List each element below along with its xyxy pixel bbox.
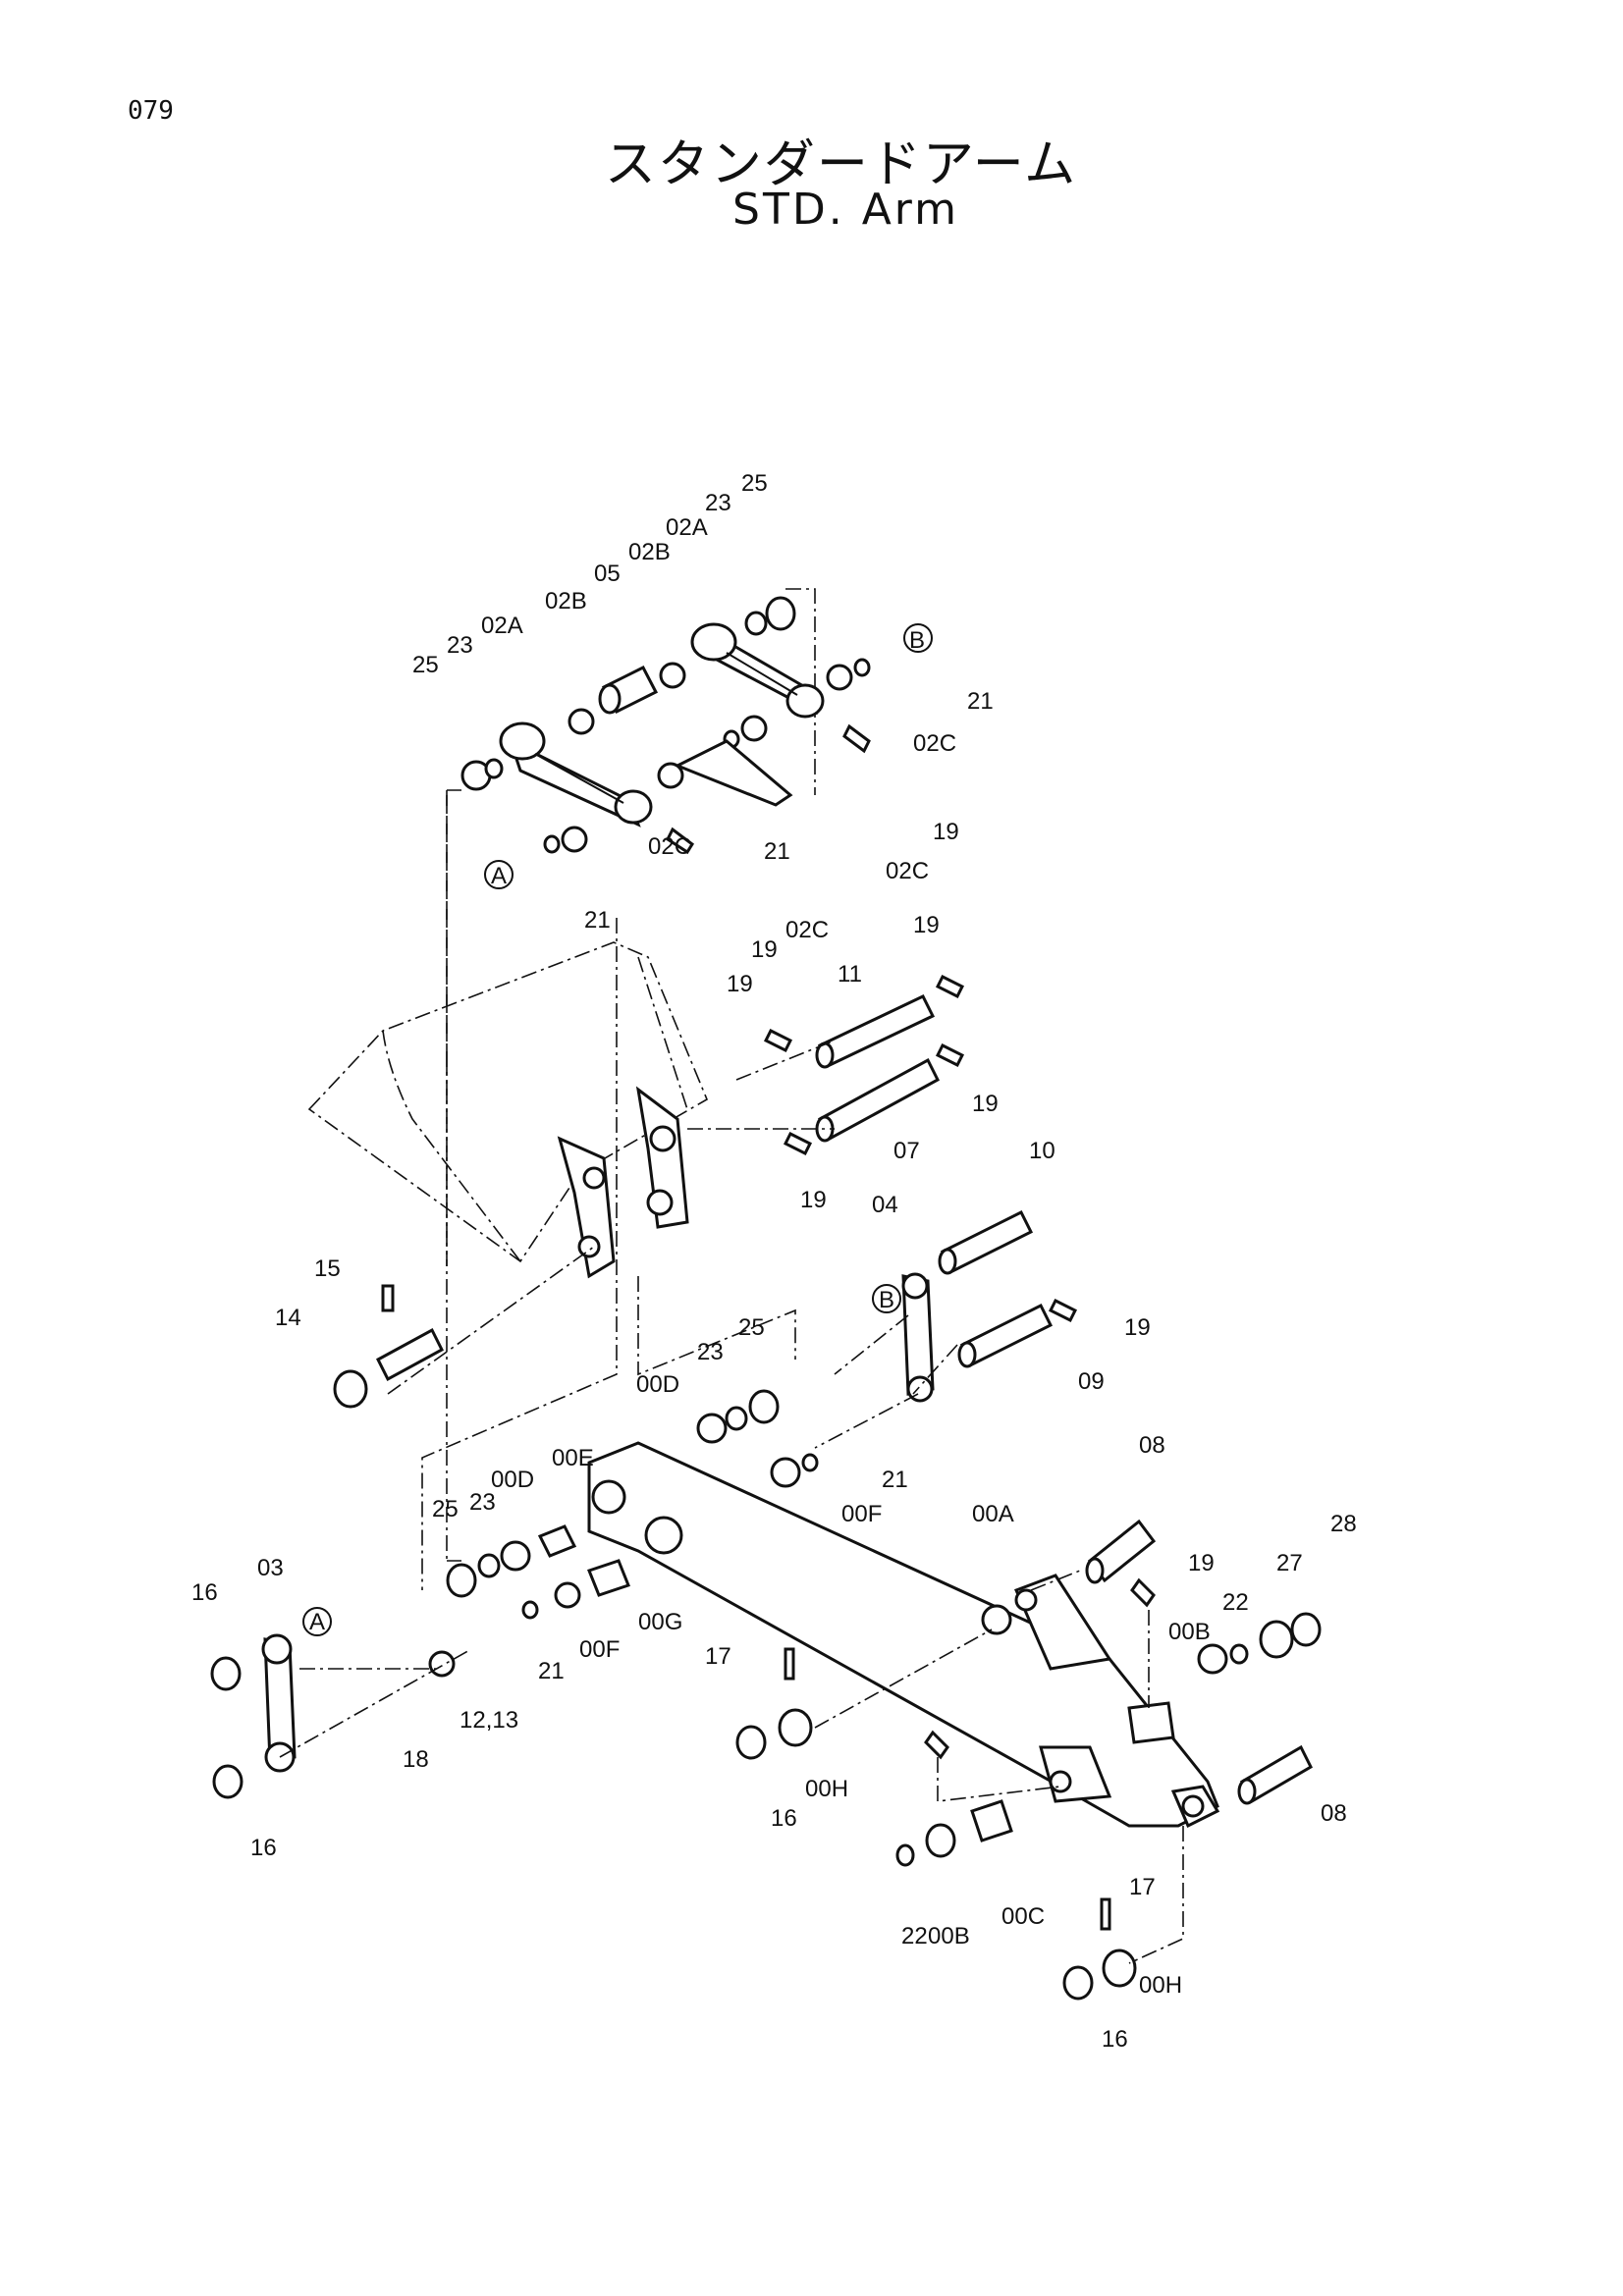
label-b-callout: B <box>879 1287 894 1313</box>
label-25: 25 <box>738 1314 765 1341</box>
label-28: 28 <box>1330 1511 1357 1537</box>
bushing-00h-lower <box>1062 1897 1137 2001</box>
label-17: 17 <box>1129 1874 1156 1900</box>
label-14: 14 <box>275 1305 301 1331</box>
label-16: 16 <box>771 1805 797 1832</box>
label-15: 15 <box>314 1255 341 1282</box>
label-00b: 00B <box>1168 1619 1211 1645</box>
label-00d: 00D <box>491 1467 534 1493</box>
label-25: 25 <box>741 470 768 497</box>
bushings-upper <box>460 596 871 855</box>
label-00c: 00C <box>1001 1903 1045 1930</box>
label-21: 21 <box>538 1658 565 1684</box>
label-02c: 02C <box>913 730 956 757</box>
label-00g: 00G <box>638 1609 682 1635</box>
label-25: 25 <box>412 652 439 678</box>
label-b-callout: B <box>909 627 925 654</box>
link-02a-right <box>690 622 825 719</box>
pin-08-lower <box>1237 1744 1313 1805</box>
label-22: 22 <box>1222 1589 1249 1616</box>
label-21: 21 <box>764 838 790 865</box>
label-07: 07 <box>893 1138 920 1164</box>
label-00e: 00E <box>552 1445 594 1471</box>
label-05: 05 <box>594 561 621 587</box>
label-10: 10 <box>1029 1138 1055 1164</box>
upper-link-assembly <box>446 588 871 1060</box>
pin-14 <box>333 1284 444 1409</box>
assembly-lines <box>279 795 1184 1964</box>
label-23: 23 <box>469 1489 496 1516</box>
label-21: 21 <box>584 907 611 934</box>
callout-circles <box>302 623 933 1636</box>
label-02a: 02A <box>481 613 523 639</box>
label-09: 09 <box>1078 1368 1105 1395</box>
label-12-13: 12,13 <box>460 1707 518 1734</box>
label-17: 17 <box>705 1643 731 1670</box>
label-27: 27 <box>1276 1550 1303 1576</box>
rings-right <box>1197 1612 1322 1675</box>
label-02b: 02B <box>545 588 587 614</box>
bucket-outline <box>307 941 709 1263</box>
label-23: 23 <box>705 490 731 516</box>
label-22: 22 <box>901 1923 928 1949</box>
label-02c: 02C <box>648 833 691 860</box>
pin-05 <box>598 665 659 715</box>
pin-08-upper <box>1085 1519 1157 1584</box>
label-04: 04 <box>872 1192 898 1218</box>
label-19: 19 <box>913 912 940 938</box>
pin-07 <box>815 1057 940 1143</box>
label-19: 19 <box>1124 1314 1151 1341</box>
label-16: 16 <box>1102 2026 1128 2053</box>
label-16: 16 <box>250 1835 277 1861</box>
pin-10 <box>938 1209 1034 1275</box>
label-25: 25 <box>432 1496 459 1522</box>
label-19: 19 <box>1188 1550 1215 1576</box>
part-number-labels: 25 23 02A 02B 05 02B 02A 23 25 B 21 02C … <box>191 470 1357 2053</box>
label-23: 23 <box>447 632 473 659</box>
label-a-callout: A <box>309 1609 325 1635</box>
page-title-japanese: スタンダードアーム <box>604 135 1078 194</box>
label-00h: 00H <box>805 1776 848 1802</box>
label-21: 21 <box>882 1467 908 1493</box>
pin-11 <box>815 994 936 1069</box>
label-21: 21 <box>967 688 994 715</box>
label-18: 18 <box>403 1746 429 1773</box>
page-number: 079 <box>128 96 174 126</box>
label-00f: 00F <box>841 1501 882 1527</box>
link-04 <box>901 1272 935 1403</box>
label-00a: 00A <box>972 1501 1014 1527</box>
label-23: 23 <box>697 1339 724 1365</box>
label-03: 03 <box>257 1555 284 1581</box>
bushing-00h-upper <box>735 1647 813 1760</box>
pin-09 <box>957 1303 1054 1368</box>
arm-00a <box>587 1441 1220 1829</box>
label-19: 19 <box>972 1091 999 1117</box>
label-00f: 00F <box>579 1636 620 1663</box>
label-02c: 02C <box>785 917 829 943</box>
label-19: 19 <box>727 971 753 997</box>
label-08: 08 <box>1139 1432 1165 1459</box>
label-a-callout: A <box>491 863 507 889</box>
bushings-lower <box>895 1799 1013 1867</box>
label-00h: 00H <box>1139 1972 1182 1999</box>
label-00b: 00B <box>928 1923 970 1949</box>
label-16: 16 <box>191 1579 218 1606</box>
label-19: 19 <box>933 819 959 845</box>
label-08: 08 <box>1321 1800 1347 1827</box>
label-02b: 02B <box>628 539 671 565</box>
page-title-english: STD. Arm <box>732 185 959 235</box>
link-03 <box>210 1633 297 1799</box>
label-11: 11 <box>838 961 862 988</box>
label-00d: 00D <box>636 1371 679 1398</box>
label-02a: 02A <box>666 514 708 541</box>
label-19: 19 <box>800 1187 827 1213</box>
label-19: 19 <box>751 936 778 963</box>
grease-fittings <box>763 974 1156 1760</box>
label-02c: 02C <box>886 858 929 884</box>
link-02a-left <box>499 721 653 828</box>
bucket-brackets <box>557 1086 689 1279</box>
